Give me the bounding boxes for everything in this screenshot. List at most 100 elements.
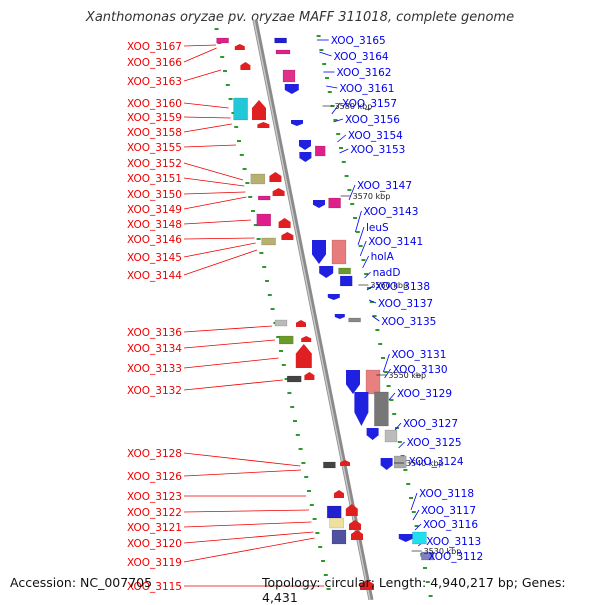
gene-feature[interactable] xyxy=(296,320,306,327)
gene-feature[interactable] xyxy=(312,240,326,264)
gene-feature[interactable] xyxy=(327,294,340,300)
gene-feature[interactable] xyxy=(216,37,229,44)
gene-label-left[interactable]: XOO_3122 xyxy=(127,507,182,519)
gene-label-left[interactable]: XOO_3152 xyxy=(127,158,182,170)
gene-label-right[interactable]: XOO_3112 xyxy=(428,551,483,563)
gene-feature[interactable] xyxy=(274,319,288,327)
gene-feature[interactable] xyxy=(234,44,245,50)
gene-feature[interactable] xyxy=(349,520,361,530)
gene-feature[interactable] xyxy=(274,37,287,44)
gene-label-left[interactable]: XOO_3119 xyxy=(127,557,182,569)
gene-label-left[interactable]: XOO_3121 xyxy=(127,522,182,534)
gene-feature[interactable] xyxy=(250,173,266,185)
gene-feature[interactable] xyxy=(331,239,347,265)
gene-feature[interactable] xyxy=(252,100,266,120)
gene-feature[interactable] xyxy=(304,372,315,380)
gene-feature[interactable] xyxy=(380,458,393,470)
gene-label-left[interactable]: XOO_3134 xyxy=(127,343,182,355)
gene-label-right[interactable]: XOO_3161 xyxy=(339,83,394,95)
gene-feature[interactable] xyxy=(286,375,302,383)
gene-label-right[interactable]: XOO_3137 xyxy=(378,298,433,310)
gene-label-right[interactable]: XOO_3131 xyxy=(391,349,446,361)
gene-feature[interactable] xyxy=(365,369,381,395)
gene-feature[interactable] xyxy=(366,428,379,440)
gene-feature[interactable] xyxy=(334,314,345,319)
gene-label-left[interactable]: XOO_3159 xyxy=(127,112,182,124)
gene-feature[interactable] xyxy=(299,140,311,150)
gene-label-left[interactable]: XOO_3133 xyxy=(127,363,182,375)
gene-label-right[interactable]: XOO_3153 xyxy=(350,144,405,156)
gene-label-right[interactable]: XOO_3164 xyxy=(334,51,389,63)
gene-label-right[interactable]: XOO_3156 xyxy=(345,114,400,126)
gene-feature[interactable] xyxy=(329,517,344,529)
gene-feature[interactable] xyxy=(360,580,374,590)
gene-label-right[interactable]: XOO_3124 xyxy=(409,456,464,468)
gene-feature[interactable] xyxy=(340,460,350,466)
gene-label-right[interactable]: XOO_3130 xyxy=(393,364,448,376)
gene-feature[interactable] xyxy=(346,370,360,394)
gene-feature[interactable] xyxy=(348,317,361,323)
gene-label-right[interactable]: XOO_3165 xyxy=(331,35,386,47)
gene-feature[interactable] xyxy=(323,461,336,469)
gene-label-left[interactable]: XOO_3149 xyxy=(127,204,182,216)
gene-feature[interactable] xyxy=(233,97,248,121)
gene-feature[interactable] xyxy=(261,237,276,246)
gene-label-left[interactable]: XOO_3148 xyxy=(127,219,182,231)
gene-label-right[interactable]: XOO_3141 xyxy=(368,236,423,248)
gene-label-right[interactable]: XOO_3157 xyxy=(342,98,397,110)
gene-feature[interactable] xyxy=(240,62,251,70)
gene-feature[interactable] xyxy=(398,534,413,542)
gene-label-right[interactable]: holA xyxy=(371,251,395,263)
gene-label-left[interactable]: XOO_3128 xyxy=(127,448,182,460)
gene-feature[interactable] xyxy=(339,275,353,287)
gene-feature[interactable] xyxy=(334,490,344,498)
gene-feature[interactable] xyxy=(257,195,271,201)
gene-label-left[interactable]: XOO_3158 xyxy=(127,127,182,139)
gene-feature[interactable] xyxy=(384,429,398,443)
gene-feature[interactable] xyxy=(257,122,270,128)
gene-feature[interactable] xyxy=(295,344,312,368)
gene-feature[interactable] xyxy=(326,505,342,519)
gene-feature[interactable] xyxy=(313,200,325,208)
gene-label-right[interactable]: XOO_3127 xyxy=(403,418,458,430)
gene-label-left[interactable]: XOO_3115 xyxy=(127,581,182,593)
gene-label-left[interactable]: XOO_3146 xyxy=(127,234,182,246)
gene-label-right[interactable]: XOO_3135 xyxy=(381,316,436,328)
gene-feature[interactable] xyxy=(314,145,326,157)
gene-label-left[interactable]: XOO_3136 xyxy=(127,327,182,339)
gene-feature[interactable] xyxy=(284,84,299,94)
gene-label-left[interactable]: XOO_3163 xyxy=(127,76,182,88)
gene-feature[interactable] xyxy=(331,529,347,545)
gene-feature[interactable] xyxy=(256,213,272,227)
gene-label-right[interactable]: XOO_3118 xyxy=(419,488,474,500)
gene-feature[interactable] xyxy=(269,172,282,182)
gene-label-left[interactable]: XOO_3151 xyxy=(127,173,182,185)
gene-label-left[interactable]: XOO_3132 xyxy=(127,385,182,397)
gene-feature[interactable] xyxy=(421,551,434,561)
gene-feature[interactable] xyxy=(328,197,341,209)
gene-feature[interactable] xyxy=(299,152,312,162)
gene-label-right[interactable]: XOO_3143 xyxy=(363,206,418,218)
gene-label-right[interactable]: XOO_3162 xyxy=(336,67,391,79)
gene-label-left[interactable]: XOO_3160 xyxy=(127,98,182,110)
gene-label-right[interactable]: leuS xyxy=(366,222,389,234)
gene-feature[interactable] xyxy=(278,218,291,228)
gene-label-right[interactable]: XOO_3138 xyxy=(375,281,430,293)
gene-feature[interactable] xyxy=(374,391,389,427)
gene-label-left[interactable]: XOO_3144 xyxy=(127,270,182,282)
gene-feature[interactable] xyxy=(281,232,294,240)
gene-label-right[interactable]: XOO_3116 xyxy=(423,519,478,531)
gene-feature[interactable] xyxy=(338,267,351,275)
gene-feature[interactable] xyxy=(345,504,358,516)
gene-label-left[interactable]: XOO_3150 xyxy=(127,189,182,201)
gene-label-left[interactable]: XOO_3145 xyxy=(127,252,182,264)
gene-feature[interactable] xyxy=(291,120,303,126)
gene-feature[interactable] xyxy=(351,530,363,540)
gene-feature[interactable] xyxy=(412,531,427,545)
gene-label-right[interactable]: XOO_3125 xyxy=(407,437,462,449)
gene-feature[interactable] xyxy=(301,336,312,342)
gene-label-right[interactable]: nadD xyxy=(373,267,401,279)
gene-feature[interactable] xyxy=(278,335,294,345)
gene-label-left[interactable]: XOO_3126 xyxy=(127,471,182,483)
gene-label-left[interactable]: XOO_3167 xyxy=(127,41,182,53)
